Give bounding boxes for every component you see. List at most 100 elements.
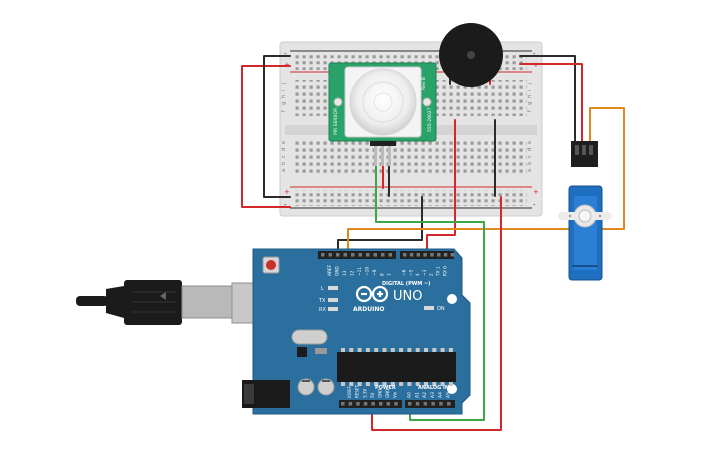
pir-label-left: PIR SENSOR [333,108,339,135]
digital-pin-label: 7 [387,273,393,276]
digital-pin-label: ~6 [402,269,408,276]
header-hole[interactable] [351,253,355,257]
header-hole[interactable] [423,253,427,257]
chip-pin [448,382,453,386]
chip-pin [448,348,453,352]
chip-pin [407,382,412,386]
digital-pin-label: ~3 [422,269,428,276]
header-hole[interactable] [403,253,407,257]
chip-pin [357,382,362,386]
header-hole[interactable] [443,253,448,257]
header-hole[interactable] [366,253,370,257]
row-letter: b [527,162,533,165]
row-letter: i [281,90,287,91]
row-letter: a [527,169,533,172]
power-pin-label: GND [385,389,390,398]
microcontroller-pins [341,348,453,386]
wire-orange-servo[interactable] [347,107,625,252]
header-hole[interactable] [416,253,421,257]
analog-pin-label: A3 [430,392,436,398]
wires [241,55,625,431]
header-hole[interactable] [321,253,325,257]
model-label: UNO [393,289,422,304]
chip-pin [374,382,379,386]
header-hole[interactable] [356,402,360,406]
chip-pin [399,348,404,352]
row-letter: d [281,148,287,151]
header-hole[interactable] [388,253,393,257]
digital-pin-label: AREF [327,264,333,276]
header-hole[interactable] [409,253,414,257]
power-pin-label: RESET [355,385,360,398]
servo-motor[interactable] [558,141,612,281]
chip-pin [440,382,445,386]
wire-black-left[interactable] [263,55,291,198]
rail-plus-label: + [284,188,290,196]
digital-header [321,253,455,257]
header-hole[interactable] [379,402,383,406]
rail-minus-label: - [533,201,536,209]
header-hole[interactable] [439,402,443,406]
pir-sensor[interactable]: PIR SENSOR 555-28027 Rev B [328,62,437,166]
wire-red-servo[interactable] [519,63,583,146]
header-hole[interactable] [343,253,348,257]
chip-pin [349,382,354,386]
header-hole[interactable] [423,402,428,406]
rail-minus-label: - [284,50,287,58]
header-hole[interactable] [341,402,345,406]
digital-pin-label: ~5 [408,269,414,276]
row-letter: f [527,110,533,112]
power-analog-headers [341,402,451,406]
header-hole[interactable] [408,402,412,406]
row-letter: c [281,155,287,158]
led-rx-label: RX [319,307,326,313]
digital-pin-label: 12 [350,270,356,276]
header-hole[interactable] [437,253,441,257]
row-letter: g [527,102,533,105]
wire-black-gnd[interactable] [337,196,423,252]
header-hole[interactable] [450,253,455,257]
header-hole[interactable] [415,402,420,406]
power-pin-label: Vin [393,391,398,398]
chip-pin [432,348,437,352]
row-letter: i [527,90,533,91]
header-hole[interactable] [348,402,353,406]
wire-red-left[interactable] [241,65,291,208]
row-letter: b [281,162,287,165]
header-hole[interactable] [336,253,340,257]
pir-label-right: 555-28027 [427,107,433,132]
piezo-buzzer[interactable] [439,23,503,87]
header-hole[interactable] [328,253,333,257]
header-hole[interactable] [363,402,368,406]
digital-pin-label: 8 [380,273,386,276]
chip-pin [341,348,345,352]
wire-green-a0[interactable] [375,164,485,421]
wire-red-5v[interactable] [371,196,502,431]
row-letter: j [281,83,287,85]
row-letter: g [281,102,287,105]
header-hole[interactable] [394,402,398,406]
usb-cable[interactable] [76,280,269,325]
row-letter: h [527,95,533,98]
analog-pin-label: A2 [422,392,428,398]
header-hole[interactable] [358,253,363,257]
header-hole[interactable] [373,253,378,257]
row-letter: c [527,155,533,158]
header-hole[interactable] [447,402,451,406]
header-hole[interactable] [371,402,375,406]
header-hole[interactable] [381,253,385,257]
analog-pin-label: A5 [446,392,452,398]
power-pin-label: GND [378,389,383,398]
header-hole[interactable] [386,402,391,406]
header-hole[interactable] [430,253,434,257]
wire-red-pin2[interactable] [426,119,456,252]
arduino-infinity-logo [355,285,389,303]
rail-minus-label: - [533,50,536,58]
led-on-label: ON [437,306,445,312]
wire-black-servo[interactable] [519,55,576,146]
header-hole[interactable] [431,402,435,406]
